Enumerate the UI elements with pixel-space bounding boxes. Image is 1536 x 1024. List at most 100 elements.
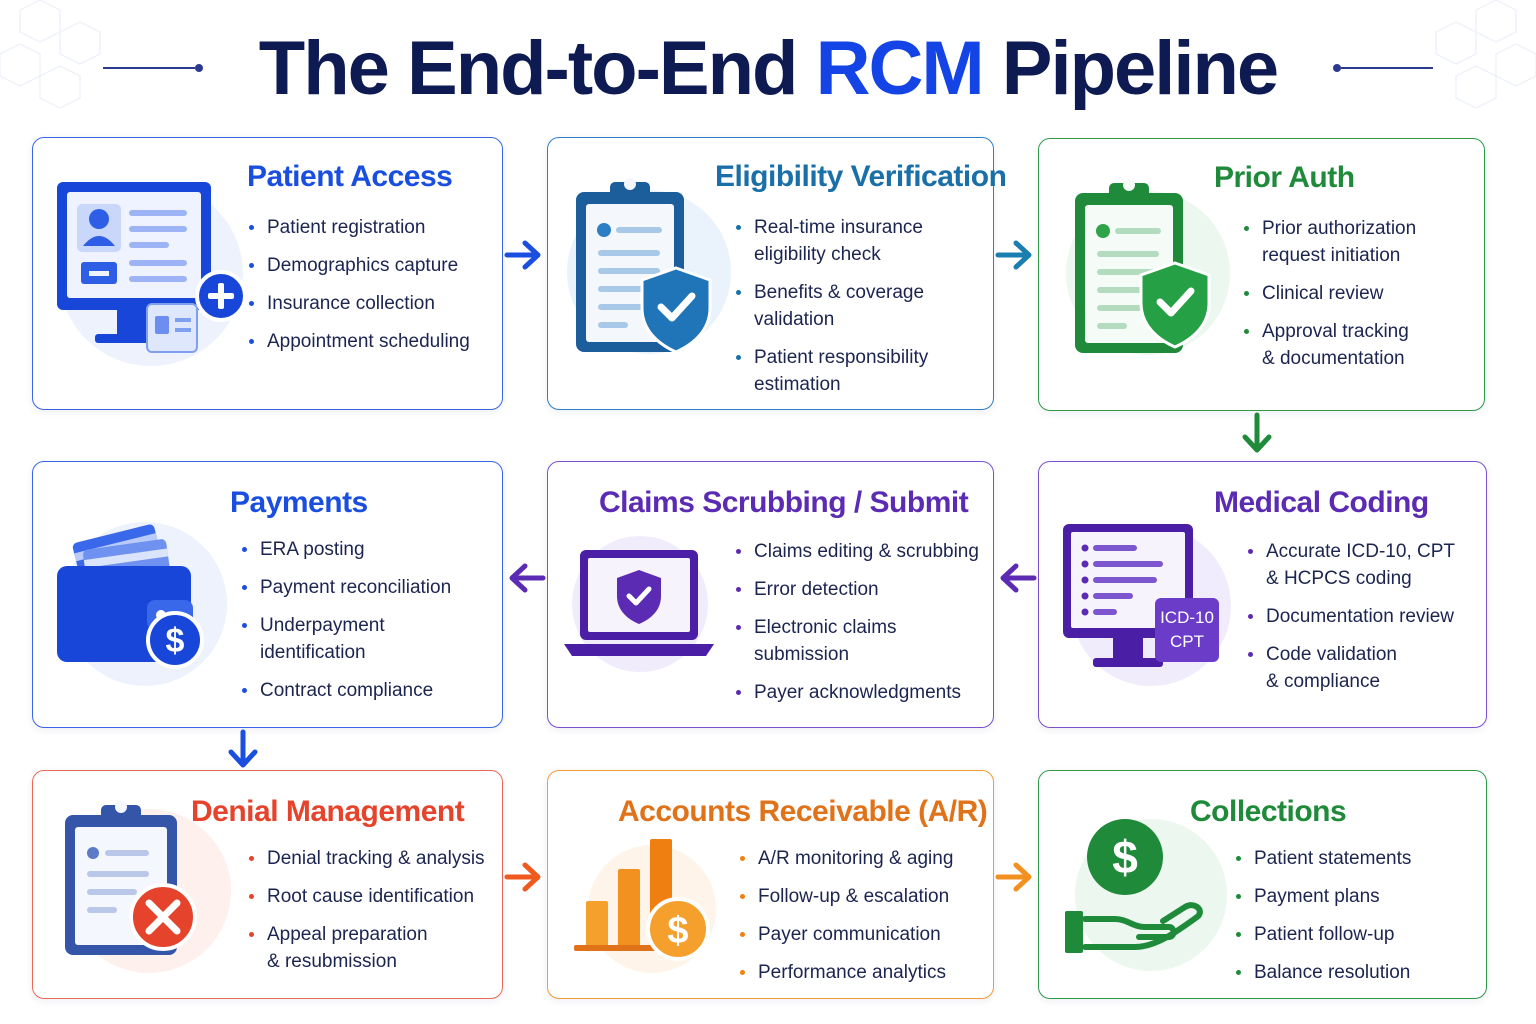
document-shield-check-icon — [1063, 173, 1233, 368]
hexagon-pattern-decoration — [0, 0, 101, 109]
arrow-right-icon — [504, 862, 541, 892]
list-item: Insurance collection — [247, 290, 497, 317]
list-item-text: Electronic claims — [754, 617, 897, 638]
list-item-text: ERA posting — [260, 539, 365, 560]
list-item-text: request initiation — [1262, 245, 1401, 266]
list-item-text: Claims editing & scrubbing — [754, 541, 979, 562]
list-item-text: Payer communication — [758, 924, 941, 945]
list-item: Documentation review — [1246, 603, 1481, 630]
list-item: Patient responsibility estimation — [734, 344, 984, 398]
list-item: Benefits & coverage validation — [734, 279, 984, 333]
stage-card-claims-scrubbing: Claims Scrubbing / Submit Claims editing… — [547, 461, 994, 728]
list-item: Appeal preparation & resubmission — [247, 921, 497, 975]
list-item: Accurate ICD-10, CPT& HCPCS coding — [1246, 538, 1481, 592]
wallet-dollar-icon: $ — [53, 512, 233, 697]
list-item-text: submission — [754, 644, 850, 665]
title-left-line — [102, 64, 203, 72]
stage-title: Prior Auth — [1214, 161, 1355, 194]
list-item-text: Patient responsibility — [754, 347, 929, 368]
title-main: The End-to-End — [258, 25, 799, 111]
clipboard-shield-check-icon — [564, 172, 734, 367]
list-item: Patient registration — [247, 214, 497, 241]
stage-title: Medical Coding — [1214, 486, 1429, 519]
list-item-text: validation — [754, 309, 835, 330]
list-item-text: Contract compliance — [260, 680, 434, 701]
stage-title: Denial Management — [191, 795, 465, 828]
list-item: Appointment scheduling — [247, 328, 497, 355]
list-item-text: Documentation review — [1266, 606, 1454, 627]
list-item: Payment reconciliation — [240, 574, 490, 601]
list-item-text: Payment plans — [1254, 886, 1380, 907]
list-item-text: Demographics capture — [267, 255, 459, 276]
list-item-text: Performance analytics — [758, 962, 946, 983]
hand-dollar-icon: $ — [1059, 811, 1234, 976]
list-item-text: estimation — [754, 374, 841, 395]
laptop-shield-check-icon — [560, 534, 730, 689]
list-item-text: Patient follow-up — [1254, 924, 1395, 945]
list-item-text: Appeal preparation — [267, 924, 428, 945]
monitor-code-icon — [1059, 518, 1239, 698]
list-item-text: Clinical review — [1262, 283, 1384, 304]
list-item: Balance resolution — [1234, 959, 1474, 986]
list-item: Payment plans — [1234, 883, 1474, 910]
list-item-text: Denial tracking & analysis — [267, 848, 485, 869]
title-rest: Pipeline — [1001, 25, 1279, 111]
svg-text:$: $ — [166, 622, 185, 660]
list-item: Payer acknowledgments — [734, 679, 984, 706]
title-right-line — [1333, 64, 1434, 72]
list-item-text: Underpayment — [260, 615, 385, 636]
hexagon-pattern-decoration — [1435, 0, 1536, 109]
stage-card-accounts-receivable: $ Accounts Receivable (A/R) A/R monitori… — [547, 770, 994, 999]
list-item: A/R monitoring & aging — [738, 845, 983, 872]
stage-title: Claims Scrubbing / Submit — [599, 486, 969, 519]
badge-line: ICD-10 — [1160, 608, 1214, 627]
list-item: Denial tracking & analysis — [247, 845, 497, 872]
list-item: Patient follow-up — [1234, 921, 1474, 948]
list-item-text: Real-time insurance — [754, 217, 923, 238]
arrow-left-icon — [509, 563, 546, 593]
list-item: Clinical review — [1242, 280, 1482, 307]
list-item: Patient statements — [1234, 845, 1474, 872]
list-item-text: Follow-up & escalation — [758, 886, 950, 907]
list-item-text: Approval tracking — [1262, 321, 1409, 342]
title-row: The End-to-End RCM Pipeline — [0, 18, 1536, 118]
list-item-text: Root cause identification — [267, 886, 475, 907]
list-item: Payer communication — [738, 921, 983, 948]
list-item: Demographics capture — [247, 252, 497, 279]
bar-chart-dollar-icon: $ — [568, 833, 738, 978]
list-item: Prior authorization request initiation — [1242, 215, 1482, 269]
stage-card-medical-coding: ICD-10 CPT Medical Coding Accurate ICD-1… — [1038, 461, 1487, 728]
arrow-left-icon — [1000, 563, 1037, 593]
list-item-text: A/R monitoring & aging — [758, 848, 954, 869]
list-item-text: identification — [260, 642, 366, 663]
arrow-right-icon — [995, 240, 1032, 270]
list-item: Claims editing & scrubbing — [734, 538, 984, 565]
list-item: Electronic claims submission — [734, 614, 984, 668]
list-item-text: & resubmission — [267, 951, 397, 972]
list-item: Code validation& compliance — [1246, 641, 1481, 695]
clipboard-x-icon — [57, 799, 232, 984]
arrow-down-icon — [228, 729, 258, 768]
list-item-text: Benefits & coverage — [754, 282, 925, 303]
list-item: Performance analytics — [738, 959, 983, 986]
icd-cpt-badge: ICD-10 CPT — [1155, 598, 1219, 662]
list-item-text: Code validation — [1266, 644, 1397, 665]
list-item-text: Insurance collection — [267, 293, 435, 314]
stage-title: Accounts Receivable (A/R) — [618, 795, 988, 828]
svg-text:$: $ — [1112, 831, 1138, 883]
list-item: Underpayment identification — [240, 612, 490, 666]
list-item-text: Prior authorization — [1262, 218, 1417, 239]
stage-title: Collections — [1190, 795, 1347, 828]
stage-title: Patient Access — [247, 160, 453, 193]
